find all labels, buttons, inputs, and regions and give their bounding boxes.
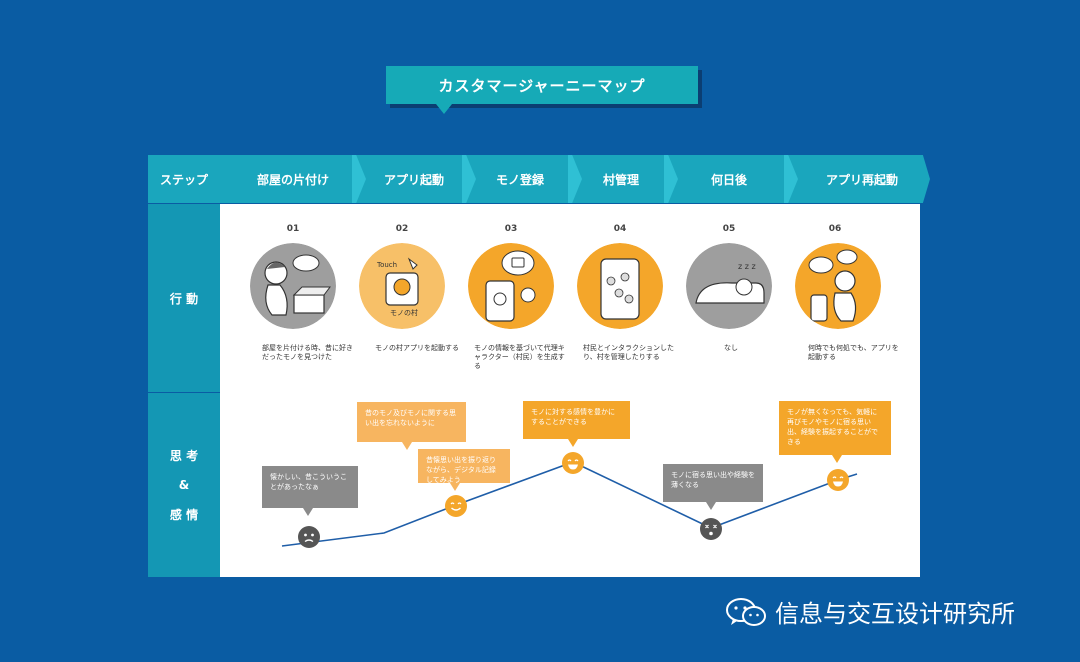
row-label-step: ステップ: [148, 155, 220, 203]
bubble-tail: [450, 483, 460, 491]
thought-bubble: モノが無くなっても、気軽に再びモノやモノに宿る思い出、経験を振起することができる: [779, 401, 891, 455]
action-description: 部屋を片付ける時、昔に好きだったモノを見つけた: [262, 344, 353, 361]
action-number: 01: [286, 224, 300, 234]
bubble-tail: [832, 455, 842, 463]
action-description: 何時でも何処でも、アプリを起動する: [808, 344, 899, 361]
sad-face-icon: [298, 526, 320, 548]
bubble-tail: [402, 442, 412, 450]
action-description: モノの村アプリを起動する: [375, 344, 459, 352]
row-label-action: 行 動: [148, 204, 220, 392]
happy-face-icon: [562, 452, 584, 474]
step-label: 村管理: [602, 172, 639, 187]
step-label: アプリ起動: [383, 172, 444, 187]
action-number: 03: [504, 224, 518, 234]
dead-face-icon: [700, 518, 722, 540]
svg-text:z z z: z z z: [738, 262, 756, 271]
action-number: 02: [395, 224, 409, 234]
action-number: 05: [722, 224, 736, 234]
bubble-tail: [303, 508, 313, 516]
bubble-tail: [706, 502, 716, 510]
thought-bubble: 懐かしい、昔こういうことがあったなぁ: [262, 466, 358, 508]
action-number: 06: [828, 224, 842, 234]
illustration-village-manage-icon: [577, 243, 663, 329]
action-number: 04: [613, 224, 627, 234]
thought-bubble: モノに宿る思い出や経験を薄くなる: [663, 464, 763, 502]
action-description: 村民とインタラクションしたり、村を管理したりする: [583, 344, 674, 361]
illustration-register-icon: [468, 243, 554, 329]
svg-text:Touch: Touch: [376, 261, 397, 269]
title-pointer: [436, 104, 452, 114]
svg-text:モノの村: モノの村: [390, 308, 418, 317]
title-banner: カスタマージャーニーマップ: [386, 66, 702, 114]
step-label: 部屋の片付け: [256, 172, 329, 187]
page-title: カスタマージャーニーマップ: [386, 66, 698, 104]
smile-face-icon: [445, 495, 467, 517]
step-label: モノ登録: [495, 172, 544, 187]
step-label: 何日後: [710, 172, 747, 187]
action-description: なし: [724, 344, 738, 352]
thought-bubble: モノに対する感情を豊かにすることができる: [523, 401, 630, 439]
row-label-thought-3: 感 情: [169, 508, 199, 522]
thought-bubble: 昔のモノ及びモノに関する思い出を忘れないように: [357, 402, 466, 442]
bubble-tail: [568, 439, 578, 447]
illustration-sleep-icon: z z z: [686, 243, 772, 329]
row-label-thought: 思 考 & 感 情: [148, 393, 220, 577]
step-label: アプリ再起動: [825, 172, 898, 187]
illustration-cleanup-icon: [250, 243, 336, 329]
watermark: 信息与交互设计研究所: [725, 594, 1015, 629]
action-description: モノの情報を基づいて代理キャラクター（村民）を生成する: [474, 344, 565, 370]
happy-face-icon: [827, 469, 849, 491]
illustration-relaunch-icon: [795, 243, 881, 329]
row-label-thought-1: 思 考: [169, 449, 199, 463]
thought-bubble: 昔懐思い出を振り返りながら、デジタル記録してみよう: [418, 449, 510, 484]
watermark-text: 信息与交互设计研究所: [775, 600, 1015, 628]
row-label-thought-2: &: [178, 478, 190, 492]
wechat-icon: [726, 597, 766, 626]
illustration-app-launch-icon: Touch モノの村: [359, 243, 445, 329]
